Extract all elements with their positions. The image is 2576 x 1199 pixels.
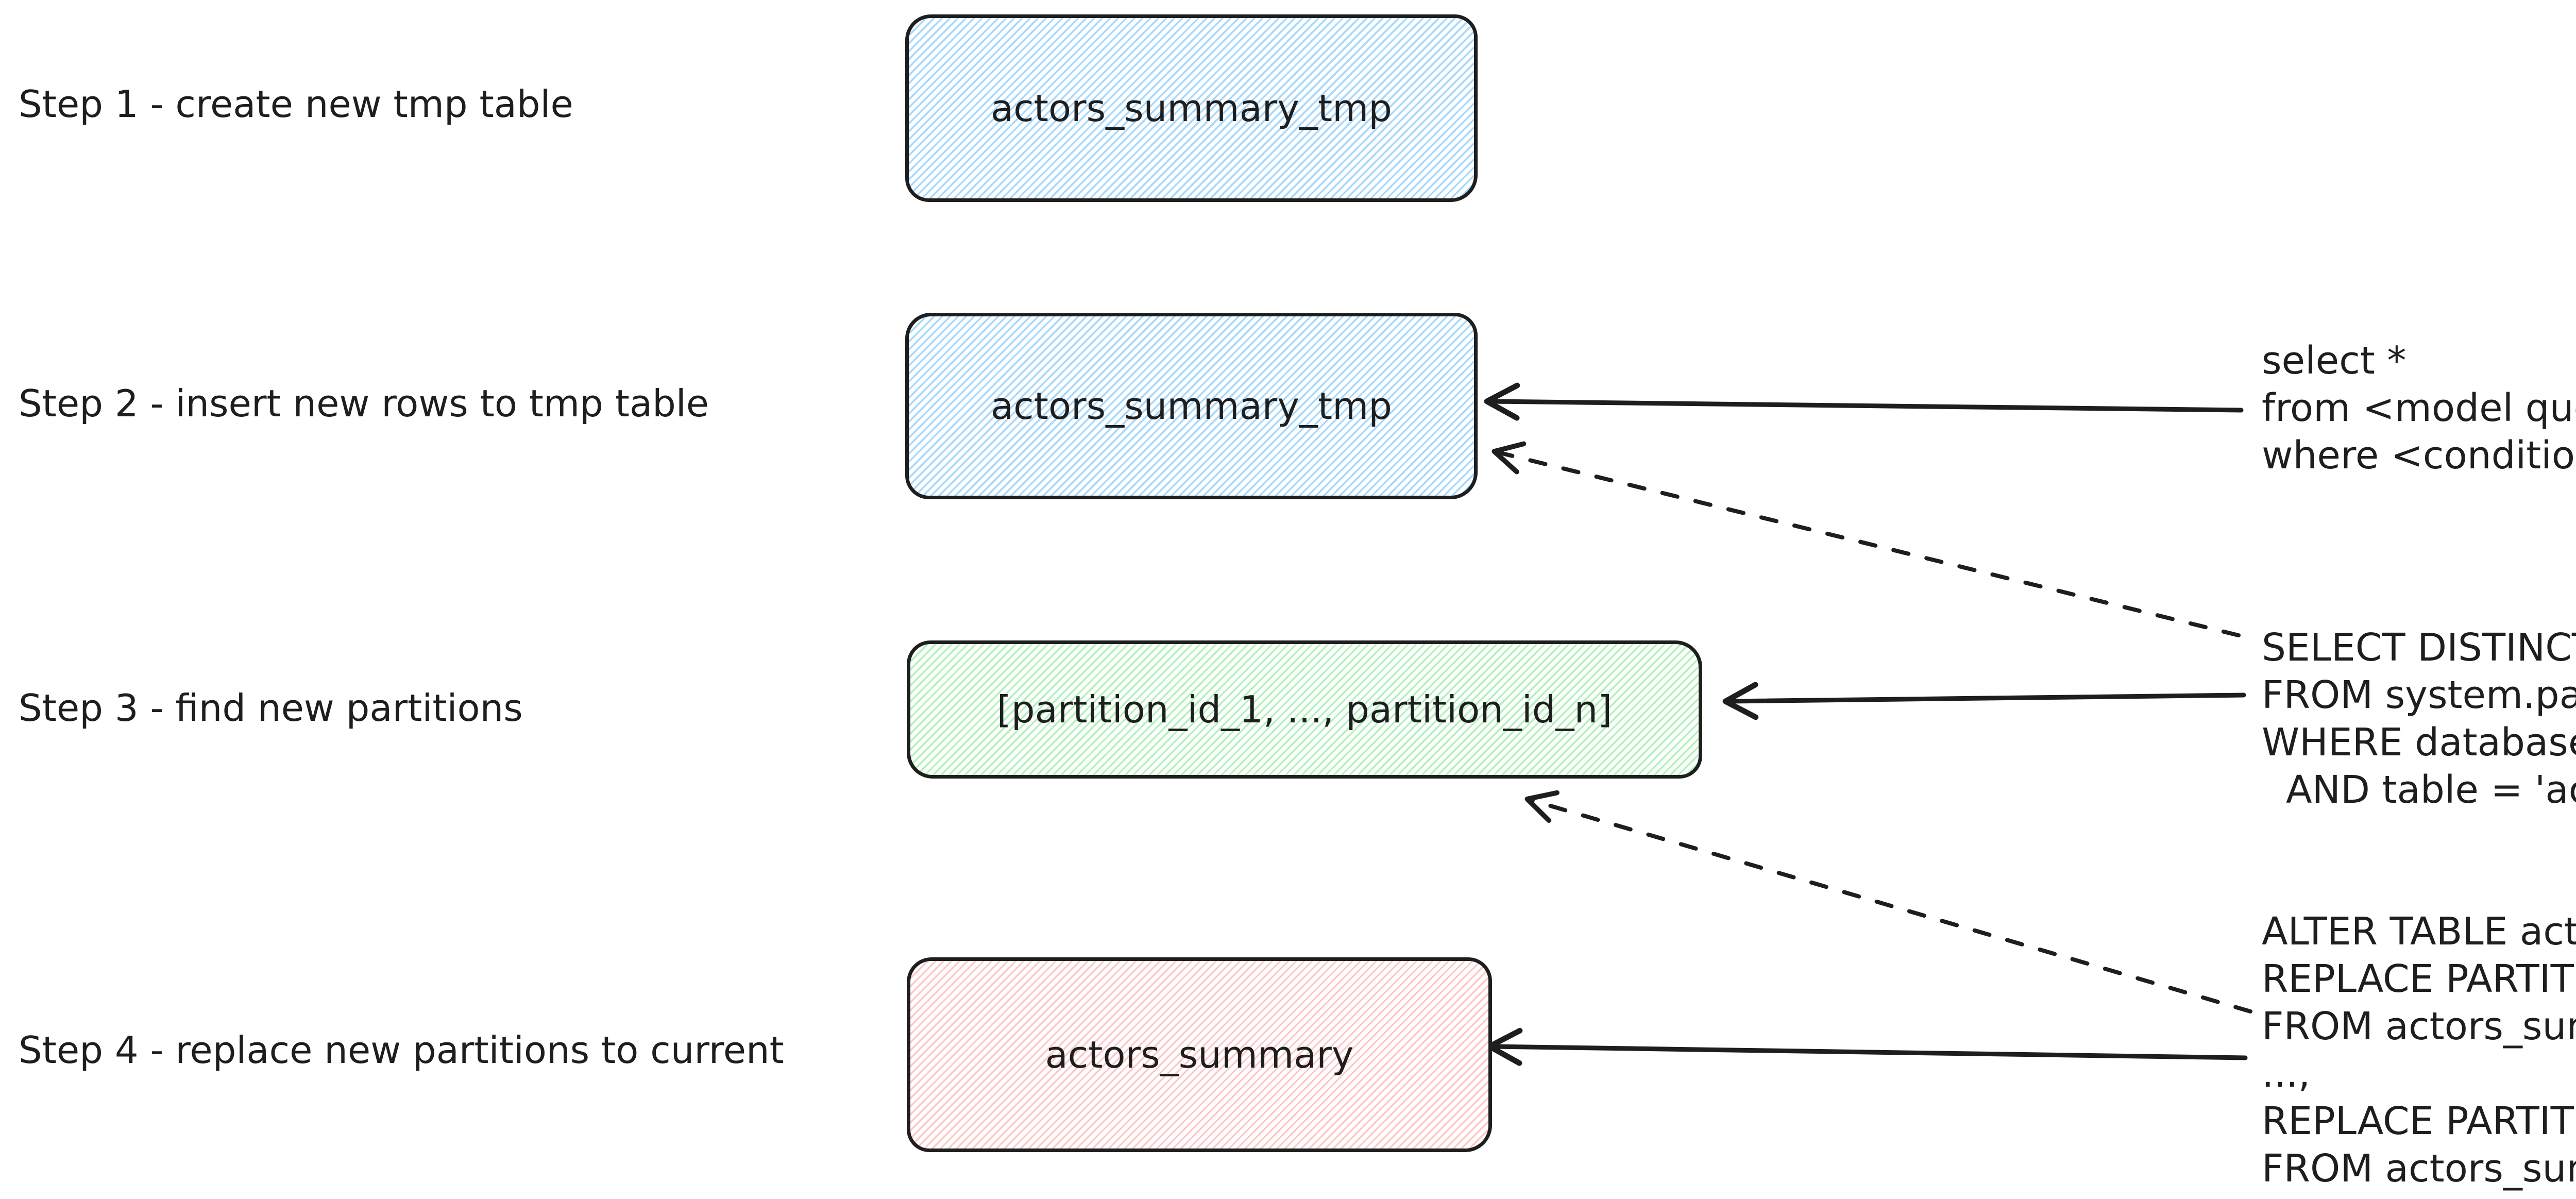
sql-line: REPLACE PARTITION partition_id_n bbox=[2262, 1099, 2576, 1143]
sql-line: ALTER TABLE actors_summary bbox=[2262, 909, 2576, 954]
dashed-arrow-sql4-to-node3 bbox=[1524, 790, 2252, 1014]
node-label: actors_summary_tmp bbox=[991, 87, 1392, 130]
node-box-step3-partitions: [partition_id_1, ..., partition_id_n] bbox=[907, 640, 1702, 779]
sql-line: from <model query> bbox=[2262, 386, 2576, 430]
sql-annotation-step4: ALTER TABLE actors_summary REPLACE PARTI… bbox=[2262, 908, 2576, 1192]
arrow-sql3-to-node3 bbox=[1722, 682, 2246, 720]
sql-annotation-step2: select * from <model query> where <condi… bbox=[2262, 337, 2576, 479]
step-1-label: Step 1 - create new tmp table bbox=[19, 82, 573, 126]
sql-annotation-step3: SELECT DISTINCT partition_id FROM system… bbox=[2262, 624, 2576, 814]
dashed-arrow-sql3-to-node2 bbox=[1492, 441, 2241, 637]
sql-line: FROM actors_summary_tmp, bbox=[2262, 1004, 2576, 1049]
step-3-label: Step 3 - find new partitions bbox=[19, 686, 523, 730]
sql-line: WHERE database = <database> bbox=[2262, 720, 2576, 765]
node-box-step2-tmp-table: actors_summary_tmp bbox=[905, 313, 1478, 499]
sql-line: AND table = 'actors_summary_tmp' bbox=[2286, 768, 2576, 812]
sql-line: select * bbox=[2262, 339, 2406, 383]
sql-line: where <condition to identify new> bbox=[2262, 433, 2576, 478]
step-4-label: Step 4 - replace new partitions to curre… bbox=[19, 1028, 784, 1072]
arrow-sql4-to-node4 bbox=[1486, 1027, 2248, 1066]
arrow-sql2-to-node2 bbox=[1484, 382, 2244, 421]
sql-line: REPLACE PARTITION partition_id_1 bbox=[2262, 957, 2576, 1001]
node-label: [partition_id_1, ..., partition_id_n] bbox=[996, 688, 1613, 731]
step-2-label: Step 2 - insert new rows to tmp table bbox=[19, 382, 709, 425]
node-label: actors_summary bbox=[1045, 1033, 1354, 1076]
node-label: actors_summary_tmp bbox=[991, 384, 1392, 428]
sql-line: FROM system.parts bbox=[2262, 673, 2576, 717]
sql-line: FROM actors_summary_tmp, bbox=[2262, 1146, 2576, 1191]
sql-line: SELECT DISTINCT partition_id bbox=[2262, 626, 2576, 670]
sql-line: ..., bbox=[2262, 1052, 2311, 1096]
node-box-step4-current-table: actors_summary bbox=[907, 957, 1492, 1152]
node-box-step1-tmp-table: actors_summary_tmp bbox=[905, 14, 1478, 202]
